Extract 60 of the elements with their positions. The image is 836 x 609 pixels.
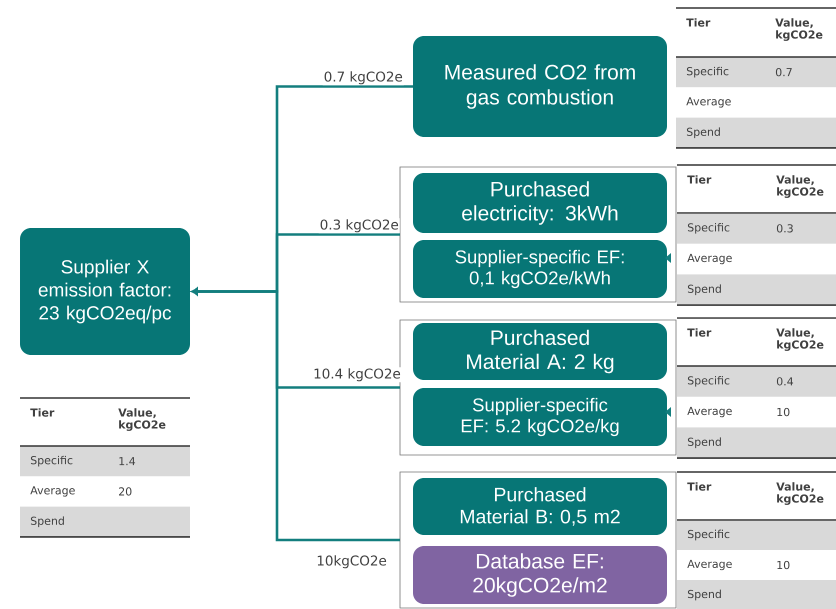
label: Value, kgCO2e [776, 482, 824, 505]
process-box: Measured CO2 from gas combustion [413, 36, 667, 137]
label: Specific [688, 376, 730, 387]
label: 20 [119, 487, 132, 496]
edge-label: 0.7 kgCO2e [322, 70, 404, 86]
table-row: Average 20 [30, 486, 132, 497]
table-header: Tier Value, kgCO2e [30, 408, 166, 431]
edge-label: 10kgCO2e [315, 554, 388, 570]
label: Tier [687, 328, 712, 337]
label: 0.7 [776, 68, 792, 76]
label: 0.3 [776, 224, 793, 233]
label: Specific [30, 456, 72, 466]
label: Value, kgCO2e [118, 408, 166, 431]
label: 1.4 [119, 457, 136, 466]
table-row: Specific 1.4 [20, 446, 190, 476]
table-row: Specific 0.3 [677, 213, 836, 244]
table-row: Average 10 [687, 406, 790, 418]
table-row: Spend [676, 118, 836, 148]
label: Tier [687, 482, 712, 491]
table-row: Average [686, 97, 731, 108]
table-row: Specific [677, 520, 836, 550]
label: Value, kgCO2e [775, 18, 822, 41]
table-row: Average 10 [687, 560, 790, 570]
table-row: Specific 0.4 [677, 366, 836, 397]
label: Tier [30, 408, 54, 417]
process-box: Purchased Material A: 2 kg [413, 323, 667, 380]
label: Value, kgCO2e [776, 328, 824, 351]
table-header: Tier Value, kgCO2e [687, 175, 824, 198]
process-box: Supplier-specific EF: 5.2 kgCO2e/kg [413, 388, 667, 446]
process-box: Supplier X emission factor: 23 kgCO2eq/pc [20, 228, 190, 355]
table-header: Tier Value, kgCO2e [687, 328, 824, 351]
label: Specific [688, 223, 730, 234]
table-row: Spend [677, 580, 836, 609]
label: 0.4 [776, 377, 794, 386]
label: 10 [777, 408, 790, 416]
table-header: Tier Value, kgCO2e [686, 18, 822, 41]
label: Value, kgCO2e [776, 175, 824, 198]
edge-label: 10.4 kgCO2e [312, 367, 402, 382]
process-box: Purchased Material B: 0,5 m2 [413, 478, 667, 535]
label: Average [687, 560, 732, 570]
table-header: Tier Value, kgCO2e [687, 482, 824, 505]
process-box: Purchased electricity: 3kWh [413, 173, 667, 233]
label: 10 [777, 560, 790, 570]
table-row: Average [687, 254, 732, 264]
process-box: Supplier-specific EF: 0,1 kgCO2e/kWh [413, 240, 667, 298]
table-row: Spend [20, 506, 190, 537]
label: Specific [686, 66, 728, 78]
label: Average [687, 406, 732, 418]
edge-label: 0.3 kgCO2e [318, 218, 400, 234]
arrow [191, 288, 400, 542]
group-frame [400, 472, 676, 608]
group-frame [400, 320, 676, 456]
table-row: Spend [677, 427, 836, 458]
process-box: Database EF: 20kgCO2e/m2 [413, 546, 667, 604]
label: Tier [686, 18, 710, 27]
group-frame [400, 166, 676, 302]
label: Tier [687, 175, 712, 184]
table-row: Spend [677, 274, 836, 306]
table-row: Specific 0.7 [676, 57, 836, 88]
label: Average [30, 486, 75, 497]
